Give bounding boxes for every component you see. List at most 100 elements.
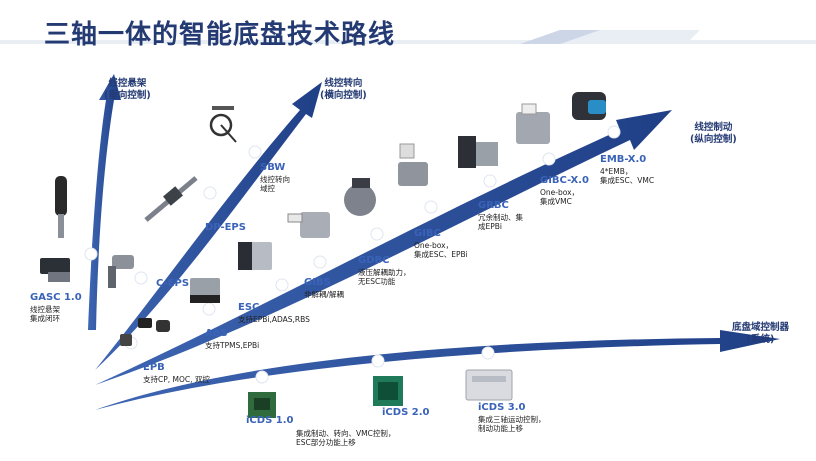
stage-icds1-desc: 集成制动、转向、VMC控制， ESC部分功能上移 — [296, 429, 395, 448]
gibc-x-image — [516, 103, 550, 144]
c-eps-image — [108, 255, 134, 288]
gibc-image — [398, 143, 428, 186]
header-decoration — [0, 30, 816, 44]
stage-name: C-EPS — [156, 278, 190, 289]
stage-gasc: GASC 1.0 线控悬架 集成闭环 — [30, 292, 82, 323]
stage-icds1: iCDS 1.0 — [246, 415, 293, 428]
stage-desc: 线控悬架 — [30, 304, 60, 314]
abs-image — [190, 278, 220, 303]
domain-arrow-title: 底盘域控制器 (系统) — [732, 322, 789, 346]
gdbc-image — [344, 178, 376, 216]
stage-name: iCDS 2.0 — [382, 407, 430, 418]
node-gdbc — [370, 227, 384, 241]
page-title: 三轴一体的智能底盘技术路线 — [44, 20, 396, 50]
stage-c-eps: C-EPS — [156, 278, 189, 291]
stage-desc: 集成三轴运动控制， — [478, 414, 546, 424]
stage-name: iCDS 3.0 — [478, 402, 526, 413]
stage-desc: 液压解耦助力， — [358, 267, 411, 277]
node-abs — [202, 302, 216, 316]
stage-name: GASC 1.0 — [30, 292, 82, 303]
braking-arrow — [95, 110, 672, 385]
stage-desc: 非解耦/解耦 — [304, 289, 345, 299]
stage-desc: One-box， — [540, 187, 580, 197]
stage-sbw: SBW 线控转向 域控 — [260, 162, 290, 193]
grbc-image — [458, 136, 498, 168]
stage-desc: ESC部分功能上移 — [296, 438, 356, 448]
sbw-image — [209, 106, 237, 143]
node-sbw — [248, 145, 262, 159]
node-icds2 — [371, 354, 385, 368]
stage-desc: 无ESC功能 — [358, 276, 396, 286]
esc-image — [238, 242, 272, 270]
stage-emb-x: EMB-X.0 4*EMB， 集成ESC、VMC — [600, 154, 654, 185]
node-grbc — [483, 174, 497, 188]
stage-desc: 4*EMB， — [600, 166, 633, 176]
stage-name: GIBC — [414, 228, 441, 239]
stage-desc: 集成VMC — [540, 196, 572, 206]
domain-subtitle: (系统) — [746, 333, 775, 345]
stage-desc: 线控转向 — [260, 174, 290, 184]
stage-dp-eps: DP-EPS — [205, 222, 246, 235]
stage-desc: 集成ESC、EPBi — [414, 249, 468, 259]
stage-name: GRBC — [478, 200, 509, 211]
stage-name: EMB-X.0 — [600, 154, 647, 165]
stage-desc: 集成闭环 — [30, 313, 60, 323]
node-icds1 — [255, 370, 269, 384]
stage-name: ABS — [205, 328, 228, 339]
stage-desc: 集成制动、转向、VMC控制， — [296, 429, 396, 438]
stage-name: SBW — [260, 162, 286, 173]
epb-image — [120, 318, 170, 346]
stage-desc: 制动功能上移 — [478, 423, 523, 433]
node-esc — [275, 278, 289, 292]
stage-epb: EPB 支持CP, MOC, 双控 — [143, 362, 210, 384]
stage-desc: One-box， — [414, 240, 454, 250]
node-gasc — [84, 247, 98, 261]
steering-title: 线控转向 — [324, 78, 363, 89]
stage-icds2: iCDS 2.0 — [382, 407, 429, 420]
stage-abs: ABS 支持TPMS,EPBi — [205, 328, 259, 350]
stage-name: DP-EPS — [205, 222, 246, 233]
product-images — [40, 92, 606, 418]
dp-eps-image — [144, 176, 198, 222]
icds2-image — [373, 376, 403, 406]
stage-icds3: iCDS 3.0 集成三轴运动控制， 制动功能上移 — [478, 402, 546, 433]
braking-subtitle: (纵向控制) — [690, 133, 737, 145]
node-icds3 — [481, 346, 495, 360]
stage-name: ESC — [238, 302, 260, 313]
braking-title: 线控制动 — [694, 122, 733, 133]
stage-desc: 集成ESC、VMC — [600, 175, 655, 185]
suspension-strut-image — [40, 176, 70, 282]
stage-gdbc: GDBC 液压解耦助力， 无ESC功能 — [358, 255, 411, 286]
braking-arrow-title: 线控制动 (纵向控制) — [690, 122, 737, 146]
steering-arrow — [95, 82, 322, 370]
icds1-image — [248, 392, 276, 418]
stage-name: GIBS — [304, 277, 331, 288]
node-gibs — [313, 255, 327, 269]
suspension-arrow — [88, 74, 121, 330]
suspension-arrow-title: 线控悬架 (垂向控制) — [104, 78, 151, 102]
stage-desc: 支持EPBi,ADAS,RBS — [238, 314, 310, 324]
node-gibc-x — [542, 152, 556, 166]
stage-name: GIBC-X.0 — [540, 175, 589, 186]
stage-desc: 域控 — [260, 183, 275, 193]
node-gibc — [424, 200, 438, 214]
stage-desc: 冗余制动、集 — [478, 212, 523, 222]
emb-image — [572, 92, 606, 120]
stage-desc: 成EPBi — [478, 221, 502, 231]
stage-name: iCDS 1.0 — [246, 415, 294, 426]
steering-subtitle: (横向控制) — [320, 89, 367, 101]
stage-name: EPB — [143, 362, 165, 373]
steering-arrow-title: 线控转向 (横向控制) — [320, 78, 367, 102]
stage-desc: 支持CP, MOC, 双控 — [143, 374, 210, 384]
icds3-image — [465, 369, 513, 401]
stage-gibc: GIBC One-box， 集成ESC、EPBi — [414, 228, 468, 259]
stage-name: GDBC — [358, 255, 390, 266]
stage-grbc: GRBC 冗余制动、集 成EPBi — [478, 200, 523, 231]
node-dp-eps — [203, 186, 217, 200]
stage-gibs: GIBS 非解耦/解耦 — [304, 277, 344, 299]
gibs-image — [287, 212, 330, 238]
node-c-eps — [134, 271, 148, 285]
node-emb-x — [607, 125, 621, 139]
domain-title: 底盘域控制器 — [732, 322, 790, 333]
